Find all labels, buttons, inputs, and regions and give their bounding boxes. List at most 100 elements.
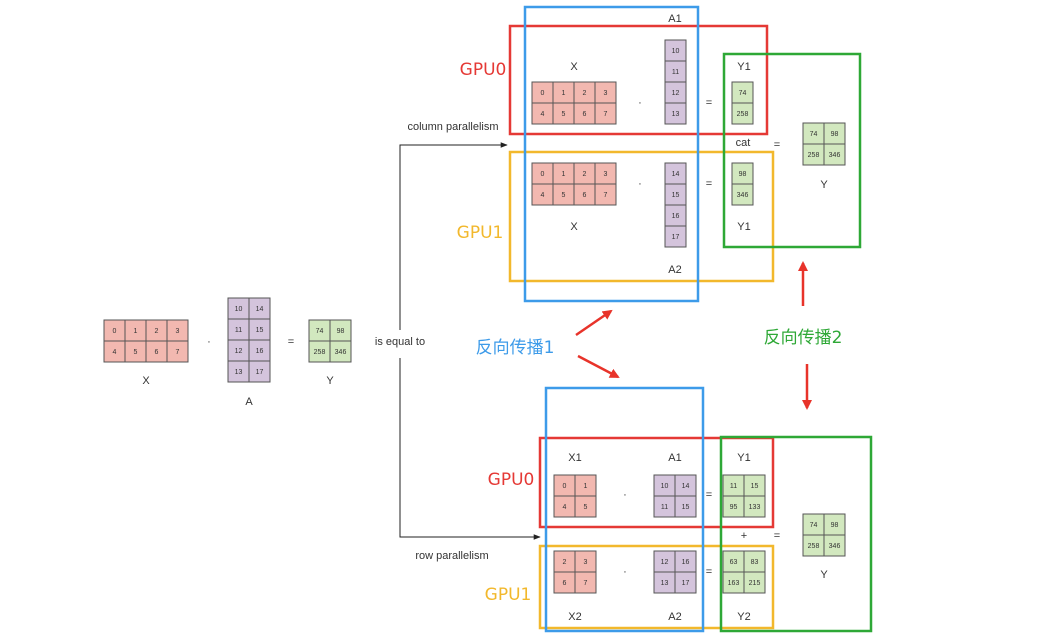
backprop-1-arrow-up (575, 309, 613, 337)
matrix-cell-value: 74 (739, 90, 747, 97)
matrix-cell-value: 3 (584, 559, 588, 566)
matrix-cell-value: 2 (563, 559, 567, 566)
row-parallelism-caption: row parallelism (415, 550, 488, 562)
col-gpu0-equals: = (706, 97, 712, 109)
matrix-cell-value: 4 (541, 111, 545, 118)
matrix-cell (664, 102, 687, 125)
matrix-cell-value: 17 (672, 234, 680, 241)
row-gpu1-equals: = (706, 566, 712, 578)
matrix-cell (248, 360, 271, 383)
backprop-1-arrow-down (577, 354, 620, 379)
col-gpu1-box (508, 150, 775, 283)
matrix-cell (594, 102, 617, 125)
matrix-cell-value: 15 (672, 192, 680, 199)
col-gpu1-label: GPU1 (457, 223, 504, 243)
matrix-cell-value: 13 (235, 369, 243, 376)
left-dot-operator: · (207, 336, 211, 348)
matrix-cell-value: 3 (604, 171, 608, 178)
matrix-cell-value: 6 (563, 580, 567, 587)
matrix-cell-value: 4 (541, 192, 545, 199)
matrix-cell-value: 83 (751, 559, 759, 566)
matrix-cell-value: 74 (810, 522, 818, 529)
left-y-matrix: 74 98 258 346 (308, 319, 352, 363)
matrix-cell (823, 534, 846, 557)
matrix-cell-value: 10 (672, 48, 680, 55)
matrix-cell-value: 215 (749, 580, 761, 587)
matrix-cell-value: 258 (808, 543, 820, 550)
backprop-2-label: 反向传播2 (764, 328, 843, 348)
col-backprop1-box (523, 5, 700, 303)
matrix-cell-value: 11 (235, 327, 242, 334)
matrix-cell-value: 11 (661, 504, 668, 511)
matrix-cell (664, 225, 687, 248)
row-gpu0-y-label: Y1 (737, 452, 750, 464)
matrix-cell-value: 15 (751, 483, 759, 490)
matrix-cell-value: 346 (335, 349, 347, 356)
matrix-cell-value: 0 (113, 328, 117, 335)
matrix-cell-value: 98 (337, 328, 345, 335)
matrix-cell-value: 16 (682, 559, 690, 566)
matrix-cell-value: 14 (256, 306, 264, 313)
matrix-cell-value: 133 (749, 504, 761, 511)
left-equals-operator: = (288, 336, 294, 348)
matrix-cell-value: 6 (155, 349, 159, 356)
matrix-cell (329, 340, 352, 363)
matrix-cell-value: 16 (256, 348, 264, 355)
row-gpu1-a-label: A2 (668, 611, 681, 623)
row-gpu0-x-label: X1 (568, 452, 581, 464)
matrix-cell-value: 13 (672, 111, 680, 118)
matrix-cell-value: 14 (672, 171, 680, 178)
col-backprop2-box (722, 52, 862, 249)
matrix-cell (743, 571, 766, 594)
matrix-cell (674, 571, 697, 594)
col-gpu0-x-label: X (570, 61, 578, 73)
matrix-cell-value: 14 (682, 483, 690, 490)
row-gpu1-box (538, 544, 775, 630)
matrix-cell-value: 13 (661, 580, 669, 587)
matrix-cell (574, 571, 597, 594)
matrix-cell-value: 10 (661, 483, 669, 490)
col-result-y-label: Y (820, 179, 828, 191)
matrix-cell-value: 63 (730, 559, 738, 566)
matrix-cell-value: 2 (583, 90, 587, 97)
matrix-cell-value: 0 (541, 171, 545, 178)
matrix-cell-value: 7 (604, 111, 608, 118)
matrix-cell-value: 12 (661, 559, 669, 566)
matrix-cell (743, 495, 766, 518)
matrix-cell (166, 340, 189, 363)
backprop-1-label: 反向传播1 (476, 338, 555, 358)
matrix-cell-value: 74 (316, 328, 324, 335)
matrix-cell-value: 5 (562, 111, 566, 118)
matrix-cell-value: 11 (672, 69, 679, 76)
matrix-cell-value: 12 (672, 90, 680, 97)
matrix-cell-value: 2 (155, 328, 159, 335)
col-gpu1-equals: = (706, 178, 712, 190)
col-gpu1-y-label: Y1 (737, 221, 750, 233)
row-gpu1-label: GPU1 (485, 585, 532, 605)
matrix-cell-value: 258 (314, 349, 326, 356)
matrix-cell-value: 346 (829, 543, 841, 550)
matrix-cell-value: 98 (831, 522, 839, 529)
column-parallelism-caption: column parallelism (407, 121, 498, 133)
matrix-cell-value: 10 (235, 306, 243, 313)
matrix-cell (731, 102, 754, 125)
col-gpu1-x-label: X (570, 221, 578, 233)
row-gpu0-a-matrix: 10 14 11 15 (653, 474, 697, 518)
row-result-equals: = (774, 530, 780, 542)
matrix-cell-value: 15 (682, 504, 690, 511)
matrix-cell-value: 5 (134, 349, 138, 356)
row-gpu0-box (538, 436, 775, 529)
row-gpu0-dot: · (623, 489, 627, 501)
